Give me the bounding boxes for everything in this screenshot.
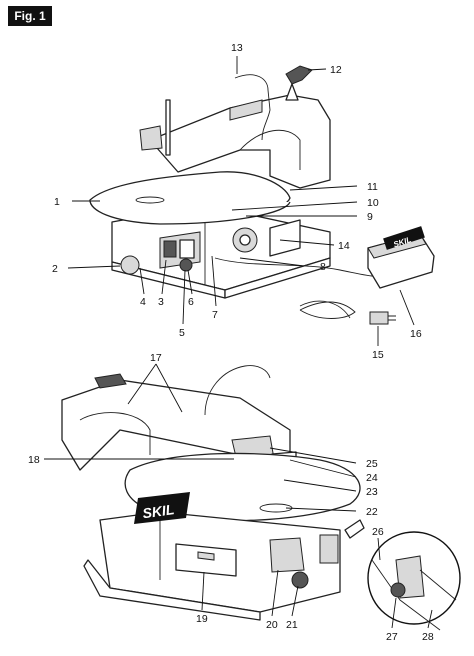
callout-27: 27 xyxy=(386,631,398,643)
callout-5: 5 xyxy=(179,327,185,339)
callout-4: 4 xyxy=(140,296,146,308)
callout-7: 7 xyxy=(212,309,218,321)
top-callouts: 1 2 3 4 5 6 7 8 9 10 11 12 13 14 15 16 xyxy=(52,42,422,361)
callout-17: 17 xyxy=(150,352,162,364)
callout-16: 16 xyxy=(410,328,422,340)
callout-21: 21 xyxy=(286,619,298,631)
bottom-leader-lines xyxy=(44,363,433,629)
callout-20: 20 xyxy=(266,619,278,631)
callout-22: 22 xyxy=(366,506,378,518)
callout-15: 15 xyxy=(372,349,384,361)
top-leader-lines xyxy=(67,56,415,346)
callout-24: 24 xyxy=(366,472,378,484)
callout-19: 19 xyxy=(196,613,208,625)
callout-26: 26 xyxy=(372,526,384,538)
callout-13: 13 xyxy=(231,42,243,54)
callout-3: 3 xyxy=(158,296,164,308)
callout-12: 12 xyxy=(330,64,342,76)
callout-1: 1 xyxy=(54,196,60,208)
callout-8: 8 xyxy=(320,261,326,273)
callout-11: 11 xyxy=(367,181,378,193)
callout-18: 18 xyxy=(28,454,40,466)
callout-23: 23 xyxy=(366,486,378,498)
callout-9: 9 xyxy=(367,211,373,223)
callout-14: 14 xyxy=(338,240,350,252)
saw-rear-view: SKIL xyxy=(61,365,461,631)
figure-label: Fig. 1 xyxy=(8,6,52,26)
base-logo: SKIL xyxy=(141,501,175,521)
callout-2: 2 xyxy=(52,263,58,275)
callout-6: 6 xyxy=(188,296,194,308)
callout-25: 25 xyxy=(366,458,378,470)
saw-front-view: SKIL xyxy=(89,65,435,325)
callout-28: 28 xyxy=(422,631,434,643)
bottom-callouts: 17 18 19 20 21 22 23 24 25 26 27 28 xyxy=(28,352,434,643)
callout-10: 10 xyxy=(367,197,379,209)
